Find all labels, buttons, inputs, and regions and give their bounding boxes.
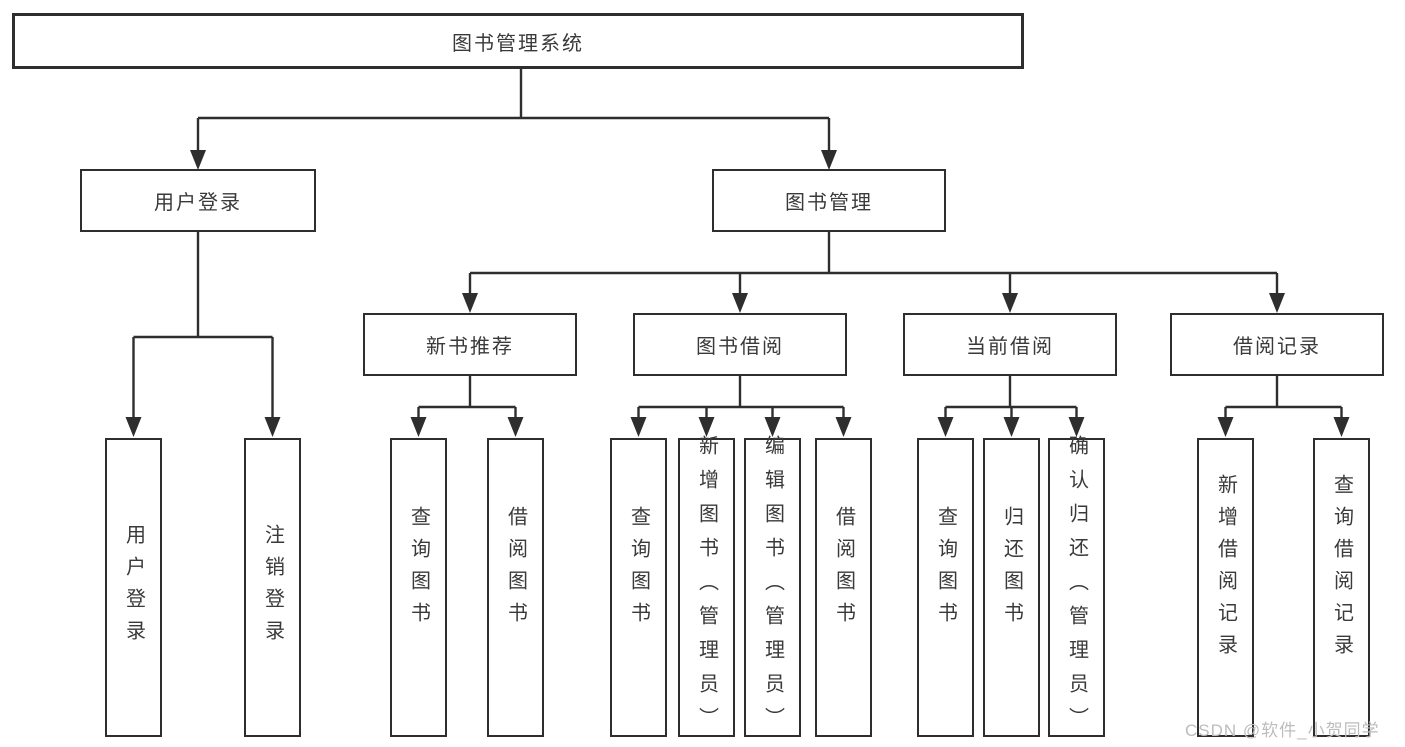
node-user-login-label: 用户登录 bbox=[154, 192, 242, 214]
leaf-borrow-query: 查询图书 bbox=[610, 438, 667, 737]
leaf-borrow-borrow-label: 借阅图书 bbox=[832, 505, 855, 634]
leaf-borrow-add-admin-label: 新增图书（管理员） bbox=[695, 434, 718, 741]
node-borrow-records-label: 借阅记录 bbox=[1233, 336, 1321, 358]
leaf-newbook-query-label: 查询图书 bbox=[407, 505, 430, 634]
node-book-management: 图书管理 bbox=[712, 169, 946, 232]
node-user-login: 用户登录 bbox=[80, 169, 316, 232]
leaf-logout: 注销登录 bbox=[244, 438, 301, 737]
leaf-borrow-edit-admin-label: 编辑图书（管理员） bbox=[761, 434, 784, 741]
leaf-newbook-borrow-label: 借阅图书 bbox=[504, 505, 527, 634]
leaf-borrow-borrow: 借阅图书 bbox=[815, 438, 872, 737]
node-root: 图书管理系统 bbox=[12, 13, 1024, 69]
leaf-borrow-add-admin: 新增图书（管理员） bbox=[678, 435, 735, 741]
leaf-newbook-borrow: 借阅图书 bbox=[487, 438, 544, 737]
leaf-current-query: 查询图书 bbox=[917, 438, 974, 737]
leaf-user-login-label: 用户登录 bbox=[122, 523, 145, 652]
leaf-record-add: 新增借阅记录 bbox=[1197, 438, 1254, 737]
node-new-book-recommend-label: 新书推荐 bbox=[426, 336, 514, 358]
leaf-borrow-edit-admin: 编辑图书（管理员） bbox=[744, 435, 801, 741]
leaf-current-confirm-admin: 确认归还（管理员） bbox=[1048, 435, 1105, 741]
leaf-record-add-label: 新增借阅记录 bbox=[1214, 473, 1237, 666]
leaf-current-query-label: 查询图书 bbox=[934, 505, 957, 634]
leaf-user-login: 用户登录 bbox=[105, 438, 162, 737]
node-current-borrow-label: 当前借阅 bbox=[966, 336, 1054, 358]
leaf-current-confirm-admin-label: 确认归还（管理员） bbox=[1065, 434, 1088, 741]
node-book-management-label: 图书管理 bbox=[785, 192, 873, 214]
node-root-label: 图书管理系统 bbox=[452, 32, 584, 55]
leaf-current-return-label: 归还图书 bbox=[1000, 505, 1023, 634]
leaf-current-return: 归还图书 bbox=[983, 438, 1040, 737]
leaf-borrow-query-label: 查询图书 bbox=[627, 505, 650, 634]
node-book-borrow-label: 图书借阅 bbox=[696, 336, 784, 358]
leaf-newbook-query: 查询图书 bbox=[390, 438, 447, 737]
node-current-borrow: 当前借阅 bbox=[903, 313, 1117, 376]
csdn-watermark: CSDN @软件_小贺同学 bbox=[1185, 721, 1380, 740]
node-borrow-records: 借阅记录 bbox=[1170, 313, 1384, 376]
leaf-record-query-label: 查询借阅记录 bbox=[1330, 473, 1353, 666]
node-new-book-recommend: 新书推荐 bbox=[363, 313, 577, 376]
leaf-logout-label: 注销登录 bbox=[261, 523, 284, 652]
node-book-borrow: 图书借阅 bbox=[633, 313, 847, 376]
leaf-record-query: 查询借阅记录 bbox=[1313, 438, 1370, 737]
